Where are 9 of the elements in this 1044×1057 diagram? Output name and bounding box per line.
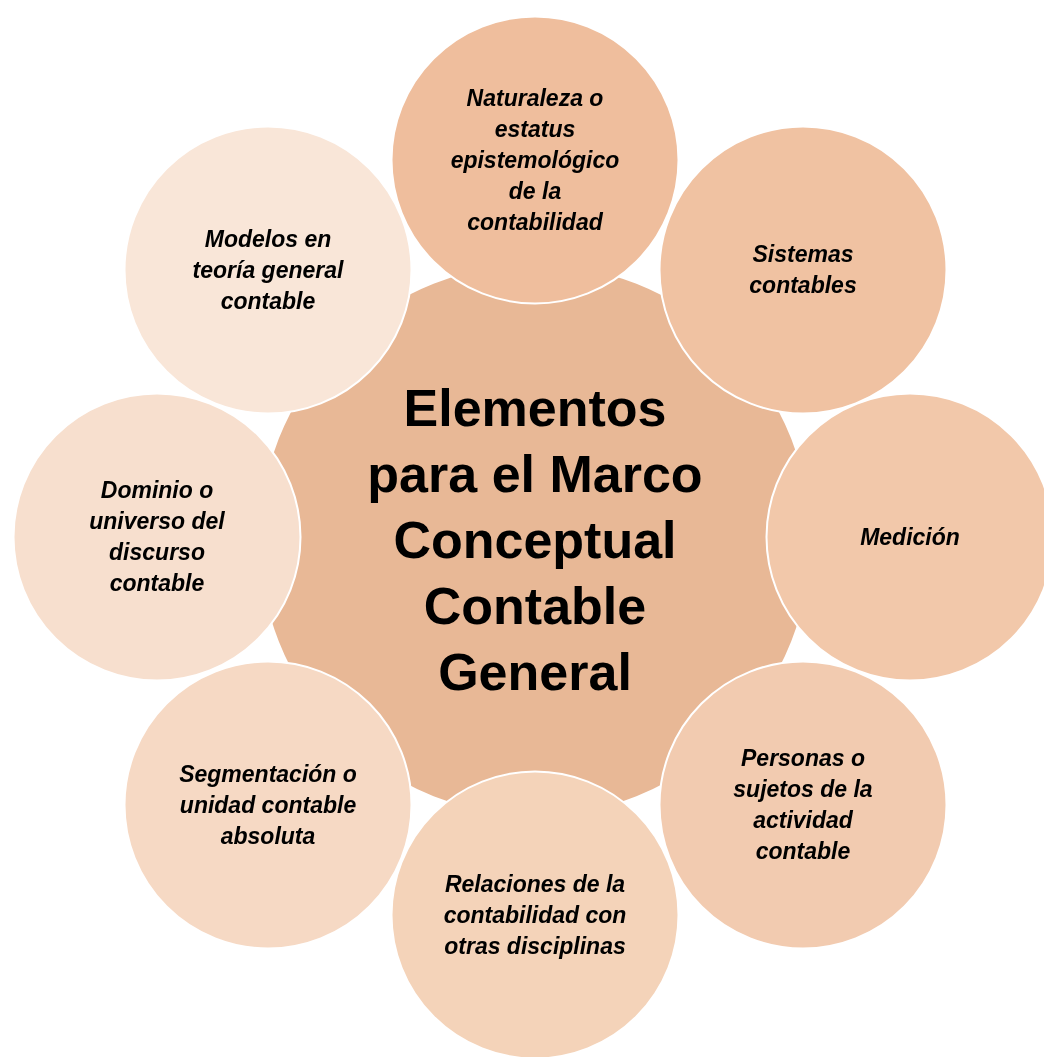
circle-label: Modelos en teoría general contable <box>191 224 345 316</box>
circle-label: Sistemas contables <box>748 240 858 300</box>
circle-label: Personas o sujetos de la actividad contable <box>732 744 874 866</box>
center-label: Elementos para el Marco Conceptual Contable General <box>366 378 704 703</box>
circle-label: Dominio o universo del discurso contable <box>88 476 226 598</box>
circle-label: Naturaleza o estatus epistemológico de la contabilidad <box>449 83 621 237</box>
circle-label: Relaciones de la contabilidad con otras disciplinas <box>442 869 628 961</box>
circle-label: Segmentación o unidad contable absoluta <box>178 759 358 851</box>
circle-label: Medición <box>859 522 961 552</box>
